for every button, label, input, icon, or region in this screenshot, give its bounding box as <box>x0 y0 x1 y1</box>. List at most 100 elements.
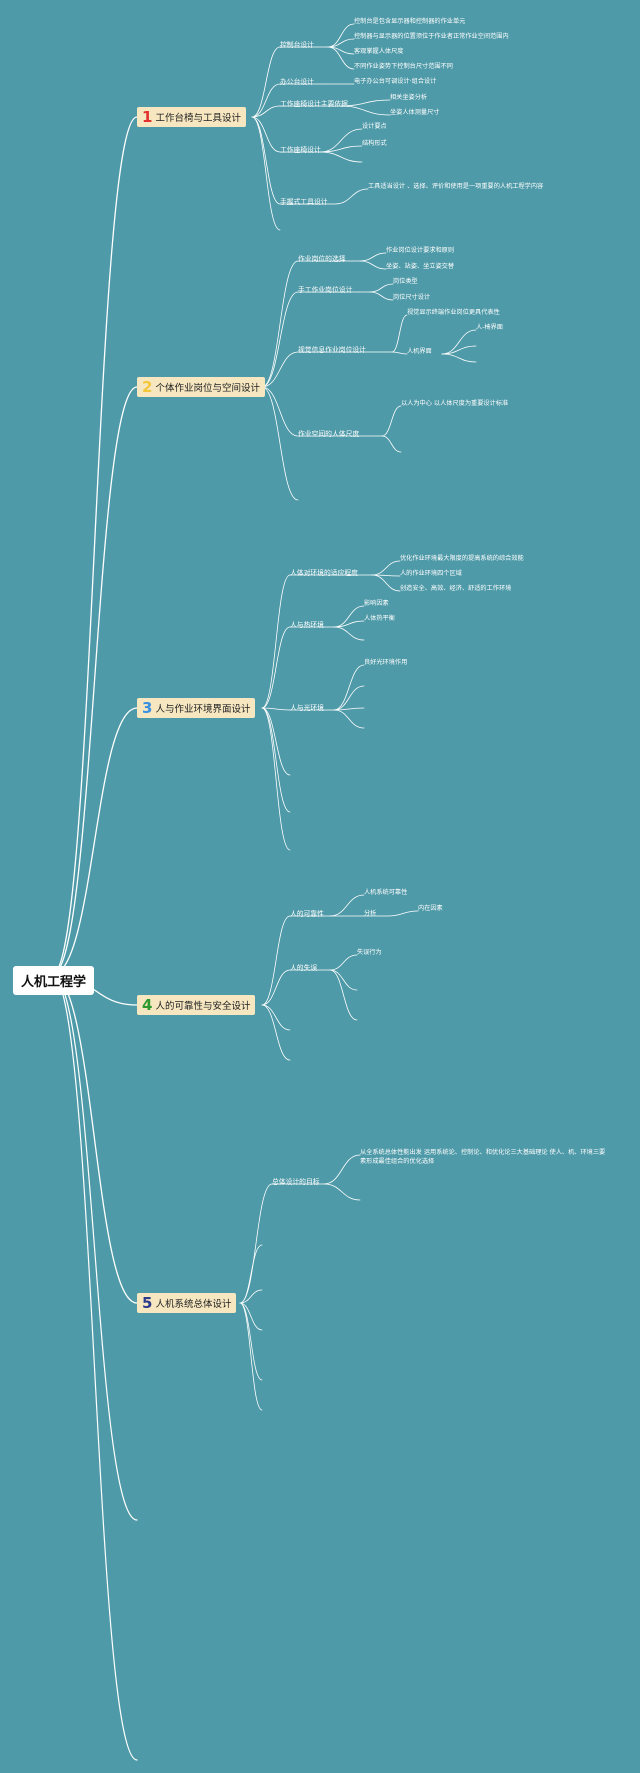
leaf[interactable]: 失误行为 <box>357 949 382 956</box>
leaf[interactable]: 视觉显示终端作业岗位更具代表性 <box>407 309 500 316</box>
connector <box>334 188 369 205</box>
connector <box>323 1183 361 1201</box>
leaf[interactable]: 不同作业姿势下控制台尺寸范围不同 <box>354 63 453 70</box>
connector <box>327 23 355 48</box>
connector <box>319 145 363 153</box>
connector <box>51 974 138 1521</box>
subtopic[interactable]: 人与热环境 <box>290 621 324 629</box>
leaf[interactable]: 内在因素 <box>418 905 443 912</box>
leaf[interactable]: 创造安全、高效、经济、舒适的工作环境 <box>400 585 512 592</box>
connector <box>359 260 387 270</box>
connector <box>239 1302 263 1381</box>
leaf[interactable]: 分析 <box>364 910 377 917</box>
connector <box>261 1004 291 1031</box>
leaf[interactable]: 工具适当设计 、选择、评价和使用是一项重要的人机工程学内容 <box>368 183 544 190</box>
topic-number: 5 <box>142 1294 153 1312</box>
connector <box>319 128 363 153</box>
leaf[interactable]: 人机界面 <box>407 348 432 355</box>
topic-label: 个体作业岗位与空间设计 <box>155 383 260 394</box>
connector <box>441 329 477 355</box>
leaf[interactable]: 人-椅界面 <box>476 324 503 331</box>
connector <box>261 626 291 709</box>
topic-1[interactable]: 1 工作台椅与工具设计 <box>137 107 246 127</box>
subtopic[interactable]: 手握式工具设计 <box>280 198 328 206</box>
leaf[interactable]: 客观掌握人体尺度 <box>354 48 404 55</box>
topic-2[interactable]: 2 个体作业岗位与空间设计 <box>137 377 265 397</box>
subtopic[interactable]: 办公台设计 <box>280 78 314 86</box>
connector <box>261 260 299 388</box>
subtopic[interactable]: 人与光环境 <box>290 704 324 712</box>
connector <box>251 83 281 118</box>
connector <box>251 116 281 153</box>
leaf[interactable]: 设计要点 <box>362 123 387 130</box>
topic-4[interactable]: 4 人的可靠性与安全设计 <box>137 995 256 1015</box>
connector <box>239 1302 263 1331</box>
topic-number: 3 <box>142 699 153 717</box>
topic-label: 人机系统总体设计 <box>155 1299 232 1310</box>
connector <box>327 46 355 70</box>
connector <box>261 707 291 851</box>
connector <box>261 291 299 388</box>
connector <box>319 151 363 163</box>
connector <box>261 351 299 388</box>
connector <box>333 626 365 641</box>
topic-number: 4 <box>142 996 153 1014</box>
connector <box>371 574 401 592</box>
leaf[interactable]: 人机系统可靠性 <box>364 889 408 896</box>
leaf[interactable]: 优化作业环境最大限度的提高系统的综合效能 <box>400 555 524 562</box>
leaf[interactable]: 岗位尺寸设计 <box>393 294 431 301</box>
leaf[interactable]: 影响因素 <box>364 600 389 607</box>
subtopic[interactable]: 人体对环境的适应程度 <box>290 569 358 577</box>
leaf[interactable]: 良好光环境作用 <box>364 659 408 666</box>
leaf[interactable]: 控制器与显示器的位置须位于作业者正常作业空间范围内 <box>354 33 509 40</box>
subtopic[interactable]: 作业岗位的选择 <box>298 255 346 263</box>
leaf[interactable]: 作业岗位设计要求和原则 <box>386 247 455 254</box>
topic-3[interactable]: 3 人与作业环境界面设计 <box>137 698 256 718</box>
leaf[interactable]: 控制台是包含显示器和控制器的作业单元 <box>354 18 466 25</box>
subtopic[interactable]: 人的可靠性 <box>290 910 324 918</box>
connector <box>51 116 138 976</box>
subtopic[interactable]: 工作座椅设计 <box>280 146 321 154</box>
topic-5[interactable]: 5 人机系统总体设计 <box>137 1293 237 1313</box>
connector <box>51 707 138 976</box>
leaf[interactable]: 结构形式 <box>362 140 387 147</box>
subtopic[interactable]: 作业空间的人体尺度 <box>298 430 360 438</box>
connector <box>261 574 291 709</box>
leaf[interactable]: 从全系统总体性能出发 运用系统论、控制论、和优化论三大基础理论 使人、机、环境三… <box>360 1149 606 1165</box>
subtopic[interactable]: 控制台设计 <box>280 41 314 49</box>
leaf[interactable]: 坐姿、站姿、坐立姿交替 <box>386 263 455 270</box>
connector <box>329 969 358 991</box>
connector <box>261 969 291 1006</box>
connector <box>323 1154 361 1185</box>
leaf[interactable]: 人体热平衡 <box>364 615 395 622</box>
leaf[interactable]: 电子办公台可调设计·组合设计 <box>354 78 437 85</box>
leaf[interactable]: 坐姿人体测量尺寸 <box>390 109 440 116</box>
connector <box>251 46 281 118</box>
connector <box>333 664 365 711</box>
leaf[interactable]: 相关坐姿分析 <box>390 94 428 101</box>
connector <box>391 351 408 355</box>
connector <box>339 105 391 116</box>
leaf[interactable]: 以人为中心 以人体尺度为重要设计标准 <box>401 400 509 407</box>
topic-label: 人的可靠性与安全设计 <box>155 1001 251 1012</box>
subtopic[interactable]: 工作座椅设计主要依据 <box>280 100 348 108</box>
connector <box>329 969 358 1021</box>
subtopic[interactable]: 人的失误 <box>290 964 318 972</box>
connector <box>333 709 365 729</box>
topic-label: 工作台椅与工具设计 <box>155 113 241 124</box>
leaf[interactable]: 人的作业环境四个区域 <box>400 570 462 577</box>
subtopic[interactable]: 视觉信息作业岗位设计 <box>298 346 366 354</box>
subtopic[interactable]: 总体设计的目标 <box>272 1178 320 1186</box>
connector <box>239 1183 273 1304</box>
leaf[interactable]: 岗位类型 <box>393 278 418 285</box>
subtopic[interactable]: 手工作业岗位设计 <box>298 286 353 294</box>
topic-label: 人与作业环境界面设计 <box>155 704 251 715</box>
connector <box>333 685 365 711</box>
connector <box>239 1289 263 1304</box>
topic-number: 1 <box>142 108 153 126</box>
connector <box>261 707 291 711</box>
root-node[interactable]: 人机工程学 <box>13 966 95 995</box>
connector <box>239 1244 263 1304</box>
connector <box>369 283 394 293</box>
